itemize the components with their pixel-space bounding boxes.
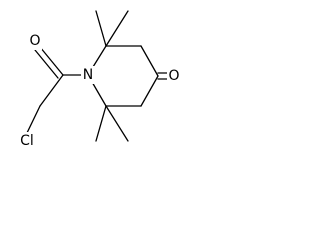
- amide-oxygen-label: O: [29, 33, 40, 49]
- bond-c3-c4: [140, 45, 159, 77]
- bond-c6-methyl-b: [105, 105, 129, 142]
- bond-c6-methyl-a: [95, 105, 107, 142]
- bond-carbonyl-c-ch2: [39, 74, 64, 107]
- ketone-oxygen-label-bg: [167, 67, 181, 85]
- bond-c4-c5: [140, 75, 159, 107]
- bond-ch2-cl: [25, 105, 41, 136]
- chlorine-label: Cl: [20, 133, 34, 149]
- amide-oxygen-label-bg: [28, 32, 42, 50]
- chlorine-label-bg: [17, 132, 38, 150]
- structure-diagram: N O O Cl: [17, 10, 181, 150]
- bond-c2-methyl-b: [105, 10, 129, 47]
- bond-c2-methyl-a: [95, 10, 107, 47]
- bond-carbonyl-c-o-a: [39, 46, 64, 76]
- nitrogen-label-bg: [81, 66, 95, 84]
- bond-carbonyl-c-o-b: [34, 49, 59, 79]
- nitrogen-label: N: [83, 67, 93, 83]
- ketone-oxygen-label: O: [168, 68, 179, 84]
